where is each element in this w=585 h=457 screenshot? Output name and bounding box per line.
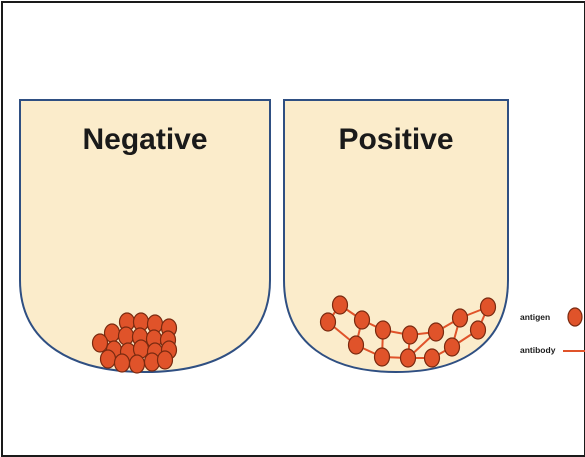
antigen-cell <box>443 337 461 357</box>
antigen-cell <box>423 348 441 368</box>
antigen-cell <box>374 320 392 340</box>
antigen-cell <box>156 350 174 370</box>
antigen-cell <box>113 353 131 373</box>
antigen-cell <box>128 354 146 374</box>
negative-antigen-pellet <box>91 312 178 374</box>
positive-well-title: Positive <box>338 123 453 156</box>
antigen-cell <box>117 326 135 346</box>
positive-well: Positive <box>283 99 509 374</box>
antigen-cell <box>451 308 469 328</box>
antigen-cell <box>427 322 445 342</box>
antigen-cell <box>331 295 349 315</box>
positive-antigen-mat <box>319 295 497 368</box>
negative-well-title: Negative <box>82 123 207 156</box>
antigen-cell <box>469 320 487 340</box>
antigen-cell <box>353 310 371 330</box>
negative-well: Negative <box>19 99 271 374</box>
legend: antigen antibody <box>520 307 585 355</box>
legend-antigen-label: antigen <box>520 312 550 322</box>
legend-antibody-label: antibody <box>520 345 556 355</box>
antigen-cell <box>99 349 117 369</box>
antigen-cell <box>347 335 365 355</box>
negative-well-shape <box>19 99 271 374</box>
antigen-cell <box>319 312 337 332</box>
antigen-cell <box>399 348 417 368</box>
antigen-cell <box>91 333 109 353</box>
legend-antigen-symbol <box>567 307 583 327</box>
antigen-cell <box>401 325 419 345</box>
antigen-cell <box>373 347 391 367</box>
antigen-cell <box>479 297 497 317</box>
